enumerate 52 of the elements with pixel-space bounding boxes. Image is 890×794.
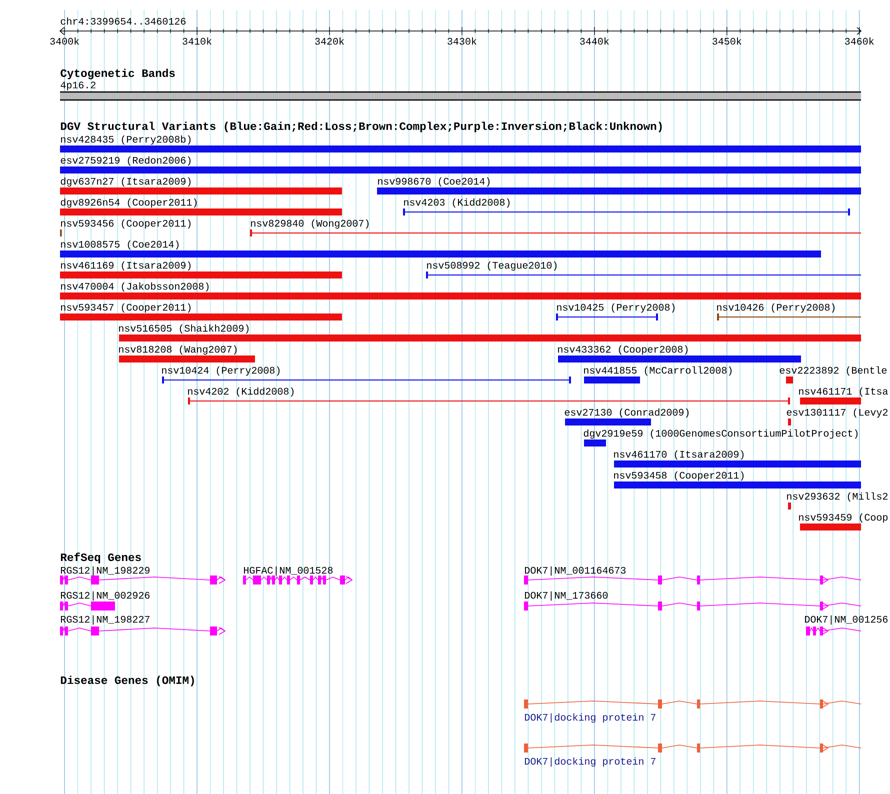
gene-label: DOK7|NM_001164673 [525, 566, 626, 576]
variant-label: nsv593456 (Cooper2011) [61, 219, 191, 229]
tick-label: 3430k [448, 37, 476, 45]
region-label: chr4:3399654..3460126 [60, 17, 186, 25]
variant-label: nsv4203 (Kidd2008) [404, 198, 510, 208]
variant-label: nsv470004 (Jakobsson2008) [61, 282, 209, 292]
band-label: 4p16.2 [60, 82, 96, 90]
variant-label: dgv8926n54 (Cooper2011) [60, 198, 197, 208]
variant-label: nsv10425 (Perry2008) [557, 303, 675, 313]
variant-label: nsv593458 (Cooper2011) [614, 471, 744, 481]
variant-label: nsv998670 (Coe2014) [378, 177, 490, 187]
variant-label: esv2223892 (Bentle [780, 366, 887, 376]
track-title: RefSeq Genes [60, 552, 141, 564]
gene-label: DOK7|NM_001256 [805, 615, 888, 625]
gene-label: HGFAC|NM_001528 [244, 566, 333, 576]
variant-label: nsv818208 (Wang2007) [119, 345, 237, 355]
disease-gene-label: DOK7|docking protein 7 [525, 757, 656, 767]
variant-label: nsv10424 (Perry2008) [162, 366, 280, 376]
variant-label: nsv461171 (Itsa [799, 387, 888, 397]
gene-label: DOK7|NM_173660 [525, 591, 608, 601]
variant-label: nsv516505 (Shaikh2009) [119, 324, 249, 334]
track-title: Disease Genes (OMIM) [60, 676, 194, 686]
variant-label: nsv461169 (Itsara2009) [61, 261, 191, 271]
variant-label: nsv293632 (Mills2 [787, 492, 888, 502]
track-title: DGV Structural Variants (Blue:Gain;Red:Loss;Brown:Complex;Purple:Inversion;Black:Unknown) [60, 122, 662, 132]
variant-label: nsv593459 (Coop [799, 513, 888, 523]
tick-label: 3410k [182, 37, 212, 45]
tick-label: 3420k [315, 37, 344, 45]
variant-label: nsv829840 (Wong2007) [251, 219, 369, 229]
variant-label: esv2759219 (Redon2006) [60, 156, 191, 166]
gene-label: RGS12|NM_198229 [60, 566, 150, 576]
disease-gene-label: DOK7|docking protein 7 [525, 713, 656, 723]
variant-label: nsv593457 (Cooper2011) [61, 303, 191, 313]
variant-label: nsv508992 (Teague2010) [427, 261, 557, 271]
variant-label: nsv428435 (Perry2008b) [61, 135, 191, 145]
variant-label: nsv4202 (Kidd2008) [188, 387, 294, 397]
variant-label: esv27130 (Conrad2009) [564, 408, 689, 418]
variant-label: nsv10426 (Perry2008) [717, 303, 835, 313]
variant-label: nsv433362 (Cooper2008) [558, 345, 688, 355]
gene-label: RGS12|NM_002926 [60, 591, 150, 601]
variant-label: dgv2919e59 (1000GenomesConsortiumPilotProject) [584, 429, 858, 439]
gene-label: RGS12|NM_198227 [60, 615, 150, 625]
track-title: Cytogenetic Bands [60, 68, 175, 80]
variant-label: dgv637n27 (Itsara2009) [60, 177, 191, 187]
variant-label: nsv1008575 (Coe2014) [61, 240, 179, 250]
tick-label: 3460k [844, 37, 874, 45]
variant-label: esv1301117 (Levy2 [786, 408, 888, 418]
tick-label: 3400k [50, 37, 80, 45]
variant-label: nsv461170 (Itsara2009) [614, 450, 744, 460]
tick-label: 3450k [712, 37, 742, 45]
variant-label: nsv441855 (McCarroll2008) [584, 366, 732, 376]
tick-label: 3440k [580, 37, 609, 45]
